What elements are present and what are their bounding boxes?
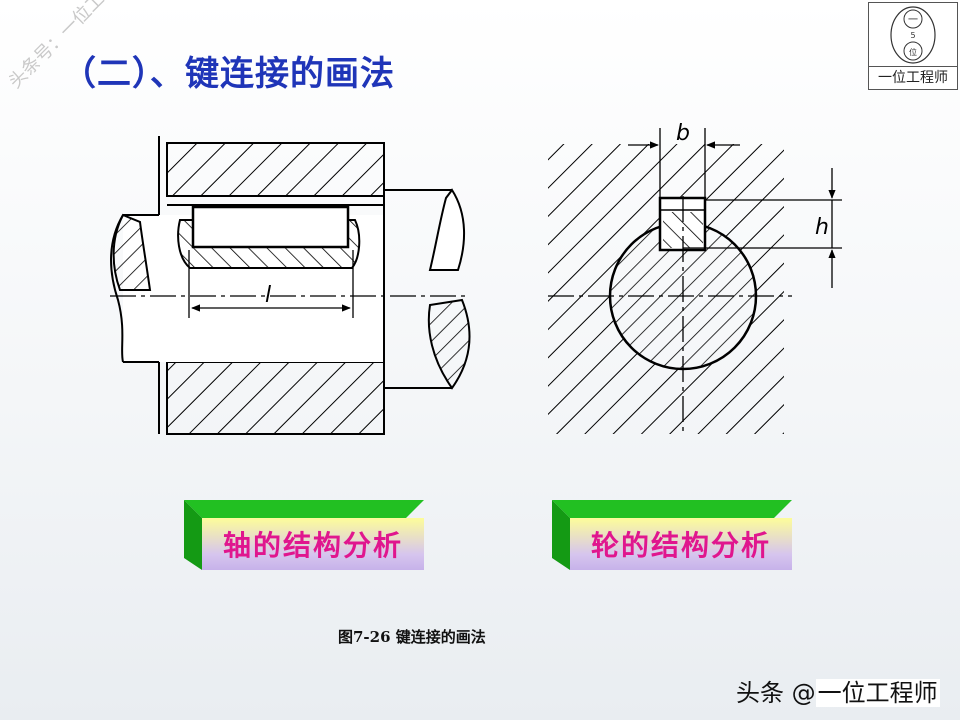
length-dimension-label: l [265,283,271,308]
button-bevel-icon [552,500,792,570]
width-dimension-label: b [676,121,690,146]
shaft-structure-analysis-button[interactable]: 轴的结构分析 [184,500,424,572]
logo: 一 5 位 一位工程师 [868,2,958,90]
footer-attribution: 头条 @一位工程师 [736,673,940,708]
logo-emblem-icon: 一 5 位 [890,6,936,64]
hub-button-label: 轮的结构分析 [570,518,792,570]
logo-char-3: 位 [909,47,917,57]
slide-title: （二）、键连接的画法 [62,54,395,94]
button-bevel-icon [184,500,424,570]
shaft-longitudinal-view: l [110,136,471,435]
logo-caption: 一位工程师 [869,66,957,89]
logo-char-1: 一 [908,15,918,26]
footer-prefix: 头条 @ [736,679,816,707]
figure-caption: 图7-26 键连接的画法 [338,628,486,646]
shaft-button-label: 轴的结构分析 [202,518,424,570]
hub-cross-section-view: b h [548,121,842,434]
footer-name: 一位工程师 [815,679,940,707]
height-dimension-label: h [815,215,829,240]
logo-char-2: 5 [910,31,915,40]
hub-structure-analysis-button[interactable]: 轮的结构分析 [552,500,792,572]
